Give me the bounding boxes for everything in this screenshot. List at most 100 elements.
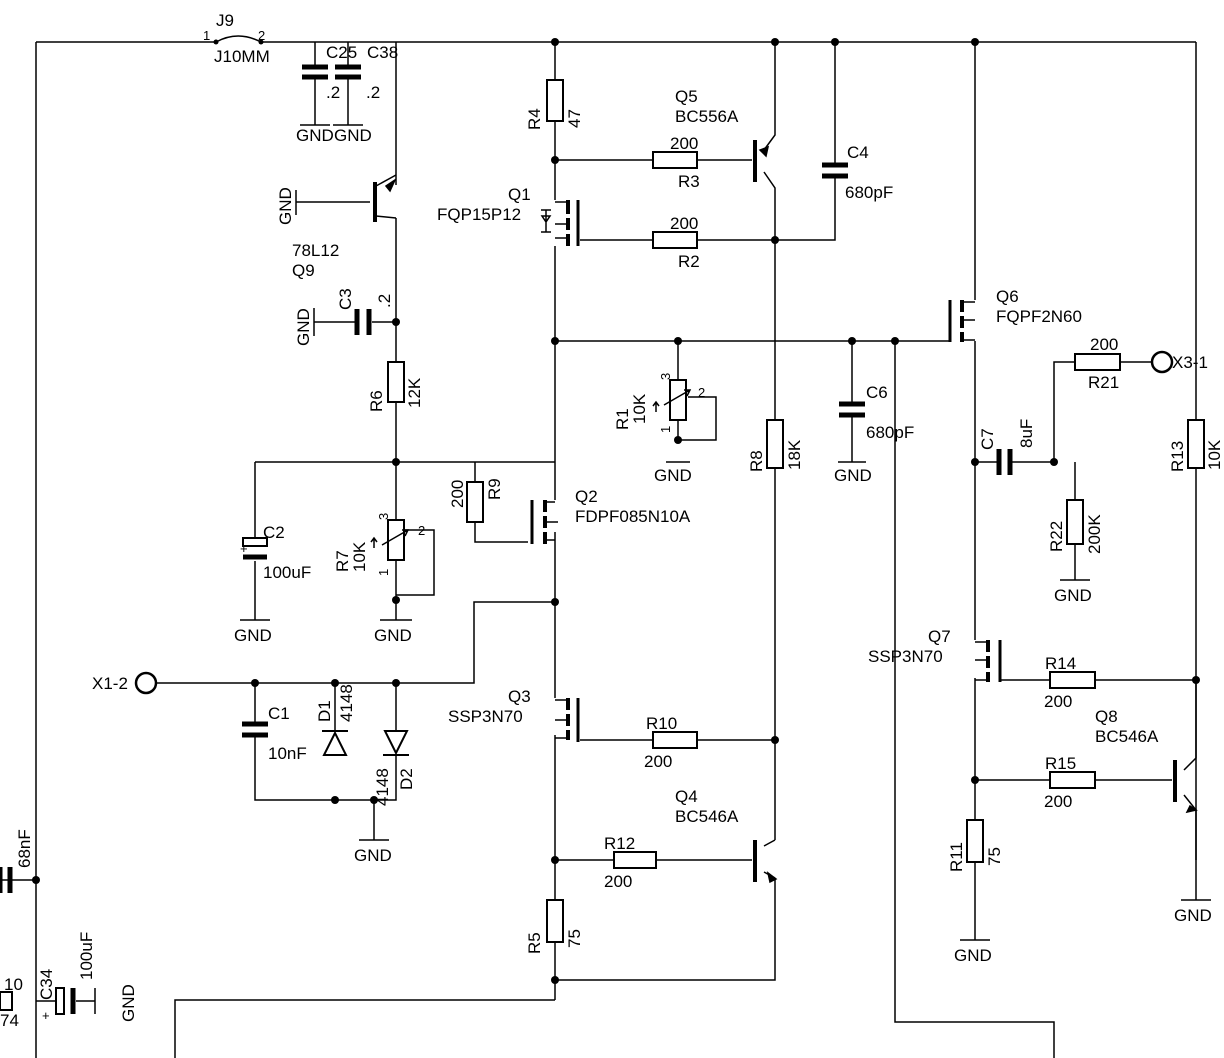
c-left-value: 68nF bbox=[15, 829, 34, 868]
c7-label: C7 bbox=[978, 428, 997, 450]
c4-value: 680pF bbox=[845, 183, 893, 202]
r5-value: 75 bbox=[565, 929, 584, 948]
r1-pin3: 3 bbox=[658, 373, 673, 380]
edge-10-label: 10 bbox=[4, 975, 23, 994]
c-left-plates bbox=[0, 867, 13, 893]
r13-body bbox=[1187, 419, 1205, 469]
r8-label: R8 bbox=[747, 450, 766, 472]
c3-value: .2 bbox=[375, 294, 394, 308]
q2-part-label: FDPF085N10A bbox=[575, 507, 691, 526]
gnd-c34-label: GND bbox=[119, 984, 138, 1022]
r1-body bbox=[669, 379, 687, 421]
r10-value: 200 bbox=[644, 752, 672, 771]
r5-label: R5 bbox=[525, 932, 544, 954]
r12-value: 200 bbox=[604, 872, 632, 891]
c34-plus: + bbox=[42, 1008, 50, 1023]
r7-pin1: 1 bbox=[376, 569, 391, 576]
c4-plates bbox=[822, 162, 848, 179]
c3-plates bbox=[354, 309, 372, 335]
q6-label: Q6 bbox=[996, 287, 1019, 306]
edge-resistor-body bbox=[0, 991, 13, 1011]
r7-pin2: 2 bbox=[418, 523, 425, 538]
r22-label: R22 bbox=[1047, 521, 1066, 552]
gnd-c6-label: GND bbox=[834, 466, 872, 485]
r21-value: 200 bbox=[1090, 335, 1118, 354]
r15-label: R15 bbox=[1045, 754, 1076, 773]
r9-value: 200 bbox=[448, 480, 467, 508]
c4-label: C4 bbox=[847, 143, 869, 162]
c34-label: C34 bbox=[37, 969, 56, 1000]
c25-label: C25 bbox=[326, 43, 357, 62]
x1-2-label: X1-2 bbox=[92, 674, 128, 693]
d2-label: D2 bbox=[397, 768, 416, 790]
r21-body bbox=[1074, 353, 1121, 371]
text-labels: J9 1 2 J10MM C25 C38 .2 .2 GND GND GND 7… bbox=[0, 11, 1224, 1030]
r7-value: 10K bbox=[350, 541, 369, 572]
c1-plates bbox=[242, 721, 268, 738]
edge-74-label: 74 bbox=[0, 1011, 19, 1030]
c1-value: 10nF bbox=[268, 744, 307, 763]
q1-part-label: FQP15P12 bbox=[437, 205, 521, 224]
q2-label: Q2 bbox=[575, 487, 598, 506]
q4-part-label: BC546A bbox=[675, 807, 739, 826]
gnd-r11-label: GND bbox=[954, 946, 992, 965]
r12-body bbox=[613, 851, 657, 869]
gnd-c2-label: GND bbox=[234, 626, 272, 645]
r1-pin1: 1 bbox=[658, 426, 673, 433]
c6-label: C6 bbox=[866, 383, 888, 402]
r6-value: 12K bbox=[405, 377, 424, 408]
r2-value: 200 bbox=[670, 214, 698, 233]
r14-label: R14 bbox=[1045, 654, 1076, 673]
c2-plate-pos bbox=[242, 537, 268, 547]
c38-value: .2 bbox=[366, 83, 380, 102]
c2-value: 100uF bbox=[263, 563, 311, 582]
d1-symbol bbox=[322, 730, 348, 756]
r8-body bbox=[766, 419, 784, 469]
c2-label: C2 bbox=[263, 523, 285, 542]
r4-label: R4 bbox=[525, 108, 544, 130]
c25-plates bbox=[302, 64, 328, 80]
d1-value: 4148 bbox=[337, 684, 356, 722]
r11-label: R11 bbox=[947, 842, 966, 872]
x1-2-terminal bbox=[134, 671, 158, 695]
r13-value: 10K bbox=[1205, 439, 1224, 470]
r13-label: R13 bbox=[1168, 441, 1187, 472]
q7-label: Q7 bbox=[928, 627, 951, 646]
r5-body bbox=[546, 899, 564, 943]
q9-part-label: 78L12 bbox=[292, 241, 339, 260]
r6-body bbox=[387, 361, 405, 403]
r3-label: R3 bbox=[678, 172, 700, 191]
c2-plus: + bbox=[240, 541, 248, 556]
r2-label: R2 bbox=[678, 252, 700, 271]
gnd-c38-label: GND bbox=[334, 126, 372, 145]
r8-value: 18K bbox=[785, 439, 804, 470]
c7-plates bbox=[996, 449, 1013, 475]
q8-label: Q8 bbox=[1095, 707, 1118, 726]
j9-pin1-label: 1 bbox=[203, 28, 210, 43]
q6-part-label: FQPF2N60 bbox=[996, 307, 1082, 326]
q1-label: Q1 bbox=[508, 185, 531, 204]
wires bbox=[0, 35, 1197, 1058]
r4-body bbox=[546, 79, 564, 122]
r21-label: R21 bbox=[1088, 373, 1119, 392]
q5-label: Q5 bbox=[675, 87, 698, 106]
r6-label: R6 bbox=[367, 390, 386, 412]
q9-label: Q9 bbox=[292, 261, 315, 280]
r9-label: R9 bbox=[485, 478, 504, 500]
ground-symbols bbox=[94, 190, 1211, 1014]
gnd-r7-label: GND bbox=[374, 626, 412, 645]
c38-label: C38 bbox=[367, 43, 398, 62]
r11-value: 75 bbox=[985, 847, 1004, 866]
r10-label: R10 bbox=[646, 714, 677, 733]
r14-body bbox=[1049, 671, 1096, 689]
c6-plates bbox=[839, 401, 865, 418]
gnd-c25-label: GND bbox=[296, 126, 334, 145]
r9-body bbox=[466, 481, 484, 523]
r1-pin2: 2 bbox=[698, 385, 705, 400]
q3-part-label: SSP3N70 bbox=[448, 707, 523, 726]
r10-body bbox=[652, 731, 698, 749]
d2-value: 4148 bbox=[373, 768, 392, 806]
r3-value: 200 bbox=[670, 134, 698, 153]
q7-part-label: SSP3N70 bbox=[868, 647, 943, 666]
